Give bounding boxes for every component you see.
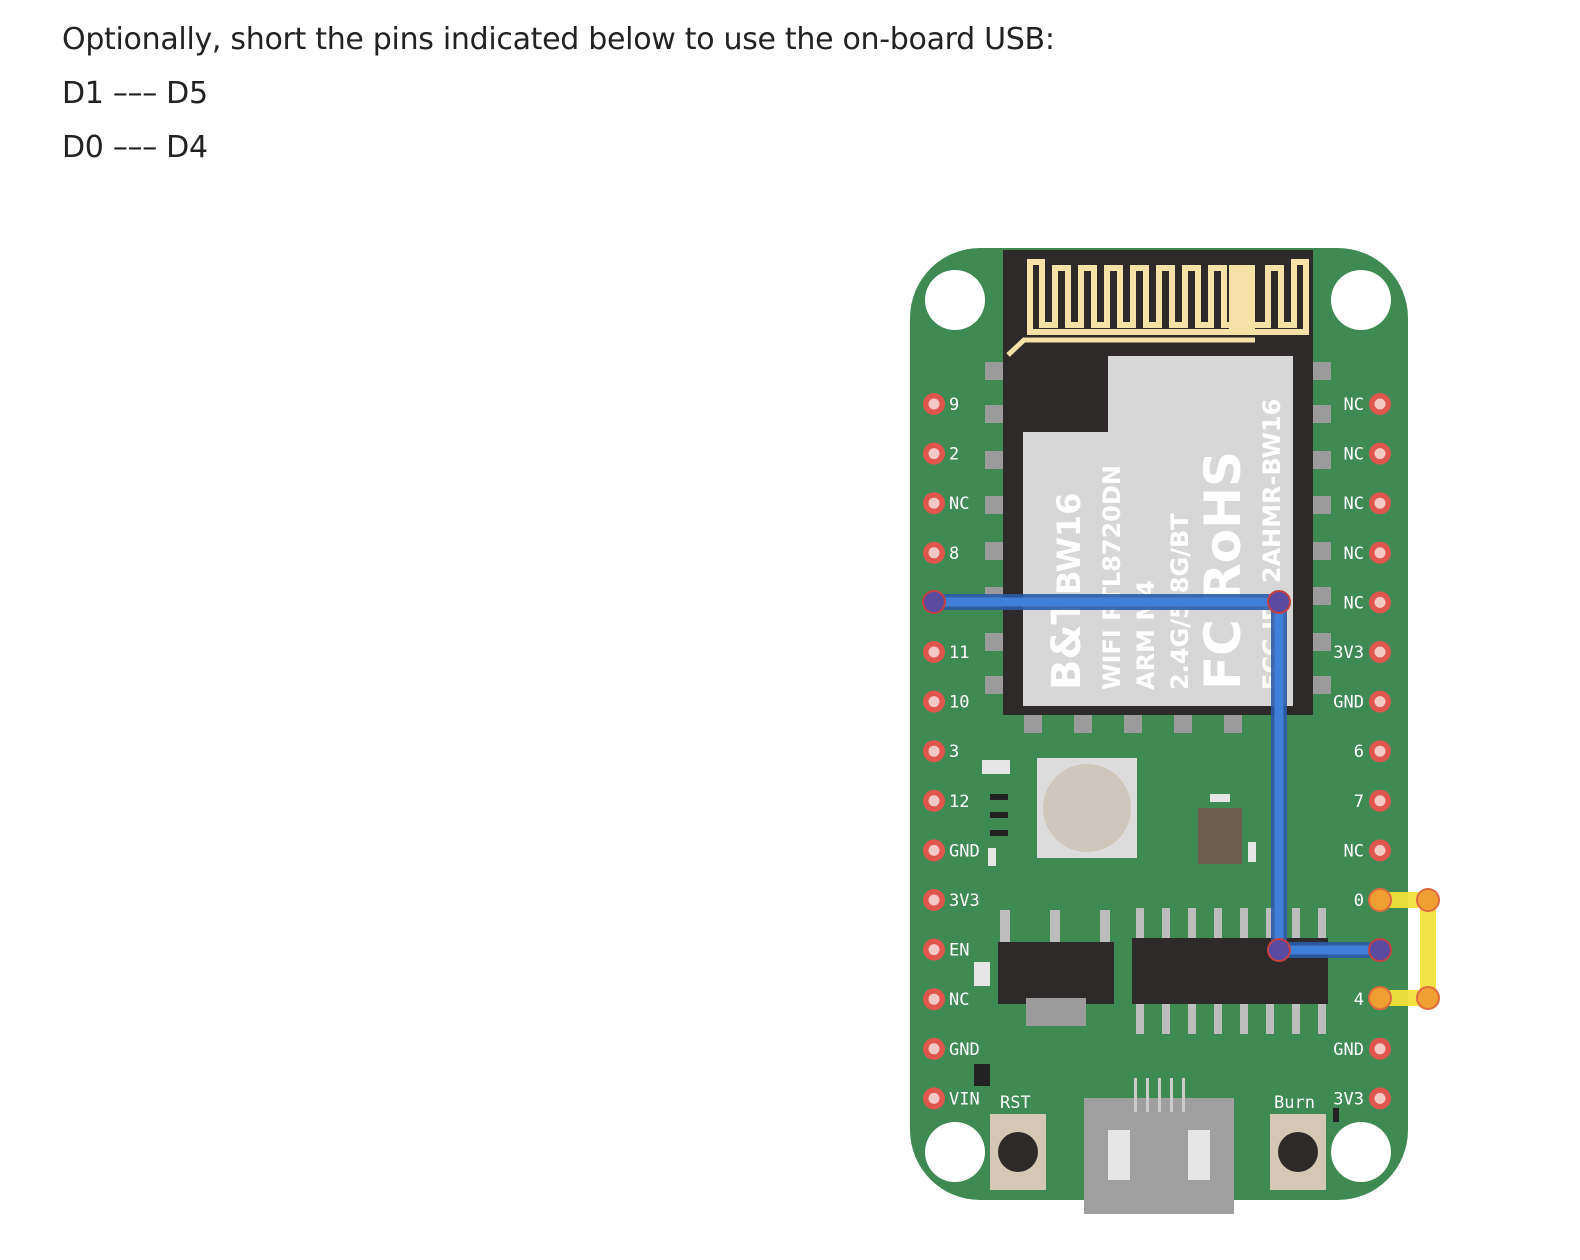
resistor-array [990, 794, 1008, 836]
voltage-regulator [998, 910, 1114, 1026]
left-pin-label: 10 [949, 693, 969, 713]
left-pin-label: EN [949, 941, 969, 961]
left-pin-label: GND [949, 841, 980, 861]
pin-hole [1374, 745, 1386, 757]
antenna-trace [1027, 259, 1309, 335]
pin-hole [928, 1043, 940, 1055]
usb-serial-chip [1132, 908, 1328, 1034]
pin-hole [1374, 547, 1386, 559]
mounting-hole [925, 1122, 985, 1182]
left-pin-label: 12 [949, 792, 969, 812]
reset-button[interactable] [990, 1114, 1046, 1190]
module-cert: FC RoHS [1194, 451, 1252, 690]
right-pin-label: 3V3 [1333, 643, 1364, 663]
right-pin-label: NC [1344, 445, 1364, 465]
jumper-wire-yellow [1368, 888, 1440, 1010]
right-pin-label: 0 [1354, 891, 1364, 911]
right-pin-label: NC [1344, 494, 1364, 514]
rst-label: RST [1000, 1093, 1031, 1113]
right-pin-label: 3V3 [1333, 1089, 1364, 1109]
burn-button[interactable] [1270, 1114, 1326, 1190]
pin-hole [928, 1092, 940, 1104]
pin-hole [1374, 398, 1386, 410]
pin-hole [1374, 844, 1386, 856]
right-pin-label: 7 [1354, 792, 1364, 812]
right-pin-label: 4 [1354, 990, 1364, 1010]
left-pin-label: GND [949, 1040, 980, 1060]
pin-hole [1374, 646, 1386, 658]
pin-hole [928, 844, 940, 856]
right-pin-label: NC [1344, 544, 1364, 564]
mounting-hole [925, 270, 985, 330]
pin-hole [1374, 448, 1386, 460]
left-pin-label: VIN [949, 1089, 980, 1109]
right-pin-label: NC [1344, 395, 1364, 415]
rf-shield [1023, 356, 1293, 706]
pin-hole [928, 547, 940, 559]
pin-hole [928, 993, 940, 1005]
pin-hole [1374, 795, 1386, 807]
jumper-d1-d5: D1 ––– D5 [62, 76, 208, 111]
smd-component [982, 760, 1010, 774]
left-pin-label: NC [949, 990, 969, 1010]
rgb-led-lens [1043, 764, 1131, 852]
mounting-hole [1331, 270, 1391, 330]
left-pin-label: 3 [949, 742, 959, 762]
module-brand: B&T [1044, 597, 1090, 690]
module-pads [985, 362, 1331, 733]
instruction-text: Optionally, short the pins indicated bel… [62, 22, 1055, 57]
pin-hole [928, 894, 940, 906]
module-model: BW16 [1050, 493, 1088, 595]
pin-hole [928, 398, 940, 410]
left-pin-label: 9 [949, 395, 959, 415]
bw16-module: B&T BW16 WIFI RTL8720DN ARM M4 2.4G/5.8G… [1003, 250, 1313, 715]
burn-label: Burn [1274, 1093, 1315, 1113]
crystal [1198, 808, 1242, 864]
pin-hole [1374, 596, 1386, 608]
pin-hole [928, 696, 940, 708]
pin-hole [928, 944, 940, 956]
pin-hole [1374, 1043, 1386, 1055]
jumper-d0-d4: D0 ––– D4 [62, 130, 208, 165]
micro-usb-connector[interactable] [1084, 1078, 1234, 1214]
left-pin-label: 8 [949, 544, 959, 564]
left-pin-label: NC [949, 494, 969, 514]
right-pin-label: NC [1344, 841, 1364, 861]
pin-hole [928, 745, 940, 757]
pin-hole [1374, 1092, 1386, 1104]
right-pin-label: GND [1333, 693, 1364, 713]
pin-hole [928, 497, 940, 509]
mounting-hole [1331, 1122, 1391, 1182]
pin-hole [1374, 497, 1386, 509]
pin-hole [1374, 696, 1386, 708]
left-pin-label: 11 [949, 643, 969, 663]
left-pin-label: 3V3 [949, 891, 980, 911]
right-pin-label: GND [1333, 1040, 1364, 1060]
pin-hole [928, 646, 940, 658]
pin-hole [928, 795, 940, 807]
right-pin-label: NC [1344, 593, 1364, 613]
right-pin-label: 6 [1354, 742, 1364, 762]
jumper-wire-blue [922, 590, 1392, 962]
module-chip: WIFI RTL8720DN [1098, 465, 1126, 690]
pin-hole [928, 448, 940, 460]
left-pin-label: 2 [949, 445, 959, 465]
